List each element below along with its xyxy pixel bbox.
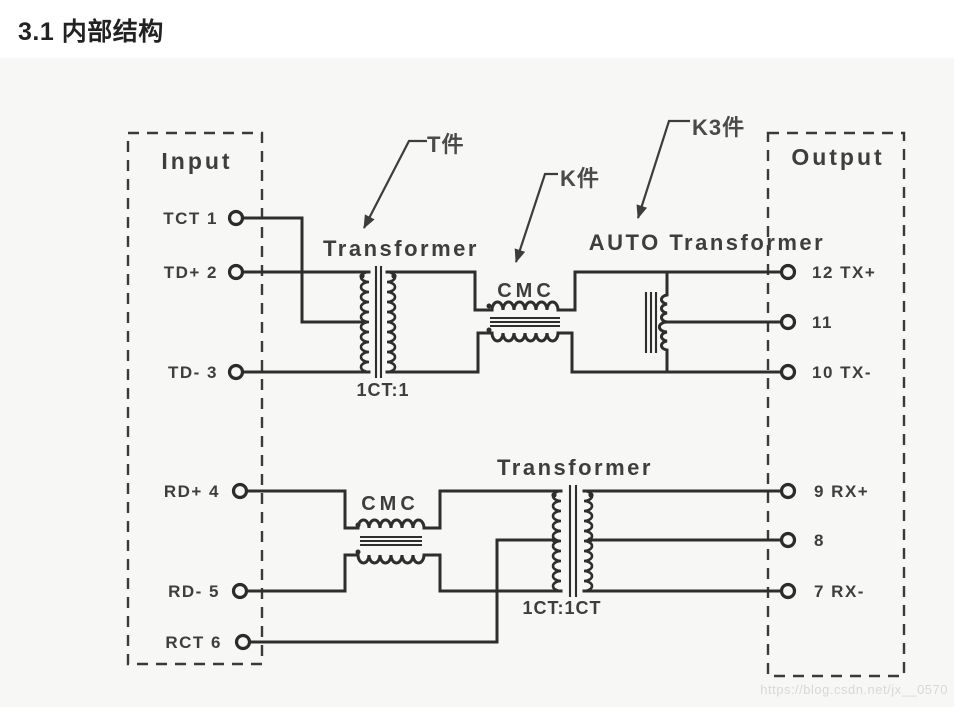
winding-dot (355, 522, 361, 528)
pin-label: TD- 3 (168, 363, 218, 382)
pin-terminal (779, 363, 797, 381)
pin-label: 8 (814, 531, 825, 550)
cmc-top: CMC (486, 280, 560, 333)
wire-rct-center-tap (248, 538, 555, 644)
transformer-bottom-core (568, 485, 578, 597)
pin-rd-plus-4: RD+ 4 (164, 482, 249, 501)
callout-k: K件 (514, 166, 600, 263)
schematic-svg: Input Output Transformer 1CT:1 CMC AUTO … (126, 115, 906, 678)
transformer-top-label: Transformer (323, 236, 479, 261)
transformer-bottom-secondary-coil (583, 489, 594, 593)
transformer-top-primary-coil (359, 270, 370, 374)
pin-terminal (779, 582, 797, 600)
winding-dot (359, 273, 365, 279)
cmc-top-label: CMC (497, 280, 555, 302)
pin-terminal (779, 313, 797, 331)
transformer-top: Transformer 1CT:1 (323, 236, 479, 400)
pin-label: RD- 5 (168, 582, 220, 601)
callout-k3: K3件 (636, 115, 745, 219)
transformer-bottom-ratio: 1CT:1CT (522, 598, 601, 618)
pin-label: 9 RX+ (814, 482, 869, 501)
wire-rd-minus-through-cmc (245, 553, 563, 593)
schematic-image: Input Output Transformer 1CT:1 CMC AUTO … (0, 58, 954, 707)
transformer-top-ratio: 1CT:1 (356, 380, 409, 400)
transformer-bottom-label: Transformer (497, 455, 653, 480)
transformer-top-core (374, 266, 383, 378)
pin-9-rx-plus: 9 RX+ (779, 482, 869, 501)
output-box: Output (766, 131, 906, 678)
pin-10-tx-minus: 10 TX- (779, 363, 872, 382)
output-box-label: Output (791, 144, 884, 170)
callout-t-arrow (363, 139, 427, 229)
pin-td-plus-2: TD+ 2 (164, 263, 245, 282)
pin-tct-1: TCT 1 (163, 209, 245, 228)
pin-td-minus-3: TD- 3 (168, 363, 245, 382)
input-box-border (126, 131, 264, 666)
pin-terminal (779, 531, 797, 549)
winding-dot (355, 549, 361, 555)
output-box-border (766, 131, 906, 678)
callout-k-arrow (514, 172, 558, 263)
transformer-bottom-primary-coil (551, 489, 562, 593)
auto-transformer-core (644, 292, 658, 353)
winding-dot (486, 327, 492, 333)
pin-terminal (234, 633, 252, 651)
output-pins: 12 TX+ 11 10 TX- 9 RX+ 8 7 RX- (779, 263, 876, 601)
callout-k3-label: K3件 (692, 115, 745, 140)
pin-12-tx-plus: 12 TX+ (779, 263, 876, 282)
transformer-top-secondary-coil (386, 270, 397, 374)
pin-label: 7 RX- (814, 582, 865, 601)
cmc-bottom: CMC (355, 493, 422, 555)
input-box-label: Input (161, 148, 232, 174)
pin-terminal (779, 482, 797, 500)
winding-dot (360, 319, 366, 325)
pin-label: TCT 1 (163, 209, 218, 228)
wire-tx-plus-through-cmc (385, 270, 783, 312)
pin-rct-6: RCT 6 (165, 633, 252, 652)
wire-rd-plus-through-cmc (245, 489, 563, 530)
pin-terminal (227, 263, 245, 281)
transformer-bottom: Transformer 1CT:1CT (497, 455, 653, 618)
cmc-bottom-core (360, 535, 422, 547)
pin-rd-minus-5: RD- 5 (168, 582, 249, 601)
callout-k3-arrow (636, 119, 690, 219)
auto-transformer: AUTO Transformer (589, 230, 825, 374)
winding-dot (551, 537, 557, 543)
watermark: https://blog.csdn.net/jx__0570 (760, 682, 948, 697)
winding-dot (486, 303, 492, 309)
cmc-bottom-label: CMC (361, 493, 419, 515)
pin-label: 11 (812, 313, 833, 332)
winding-dot (588, 492, 594, 498)
pin-label: TD+ 2 (164, 263, 218, 282)
wire-tx-minus-through-cmc (385, 331, 783, 374)
pin-label: 12 TX+ (812, 263, 876, 282)
callout-k-label: K件 (560, 166, 600, 191)
pin-8: 8 (779, 531, 825, 550)
pin-label: 10 TX- (812, 363, 872, 382)
pin-terminal (227, 209, 245, 227)
pin-terminal (231, 482, 249, 500)
callout-t-label: T件 (427, 132, 464, 157)
pin-label: RD+ 4 (164, 482, 220, 501)
pin-label: RCT 6 (165, 633, 222, 652)
auto-transformer-label: AUTO Transformer (589, 230, 825, 255)
cmc-top-core (490, 316, 560, 328)
callout-t: T件 (363, 132, 464, 229)
page-title: 3.1 内部结构 (18, 18, 164, 46)
input-pins: TCT 1 TD+ 2 TD- 3 RD+ 4 RD- 5 RCT 6 (163, 209, 252, 652)
input-box: Input (126, 131, 264, 666)
wire-tct1-center-tap (241, 216, 366, 324)
pin-terminal (227, 363, 245, 381)
pin-terminal (779, 263, 797, 281)
pin-terminal (231, 582, 249, 600)
pin-7-rx-minus: 7 RX- (779, 582, 865, 601)
pin-11: 11 (779, 313, 833, 332)
winding-dot (551, 492, 557, 498)
winding-dot (391, 273, 397, 279)
